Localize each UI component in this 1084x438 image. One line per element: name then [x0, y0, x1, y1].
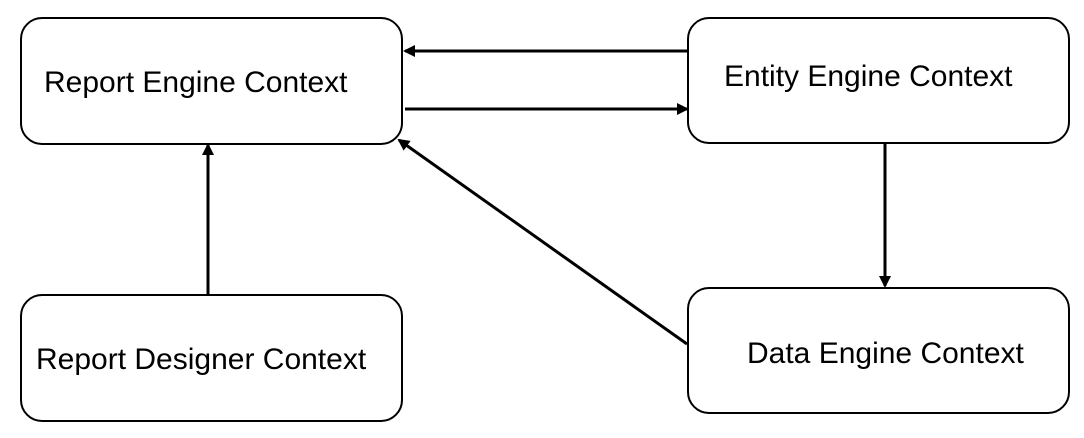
entity-engine-context-box: Entity Engine Context	[687, 17, 1070, 144]
data-engine-context-box: Data Engine Context	[687, 287, 1070, 414]
report-engine-context-label: Report Engine Context	[44, 66, 348, 99]
report-designer-context-label: Report Designer Context	[36, 343, 367, 376]
data-engine-context-label: Data Engine Context	[747, 337, 1024, 370]
report-designer-context-box: Report Designer Context	[20, 294, 403, 422]
entity-engine-context-label: Entity Engine Context	[724, 60, 1013, 93]
arrow-data-engine-to-report-engine	[397, 138, 688, 346]
report-engine-context-box: Report Engine Context	[20, 17, 403, 145]
